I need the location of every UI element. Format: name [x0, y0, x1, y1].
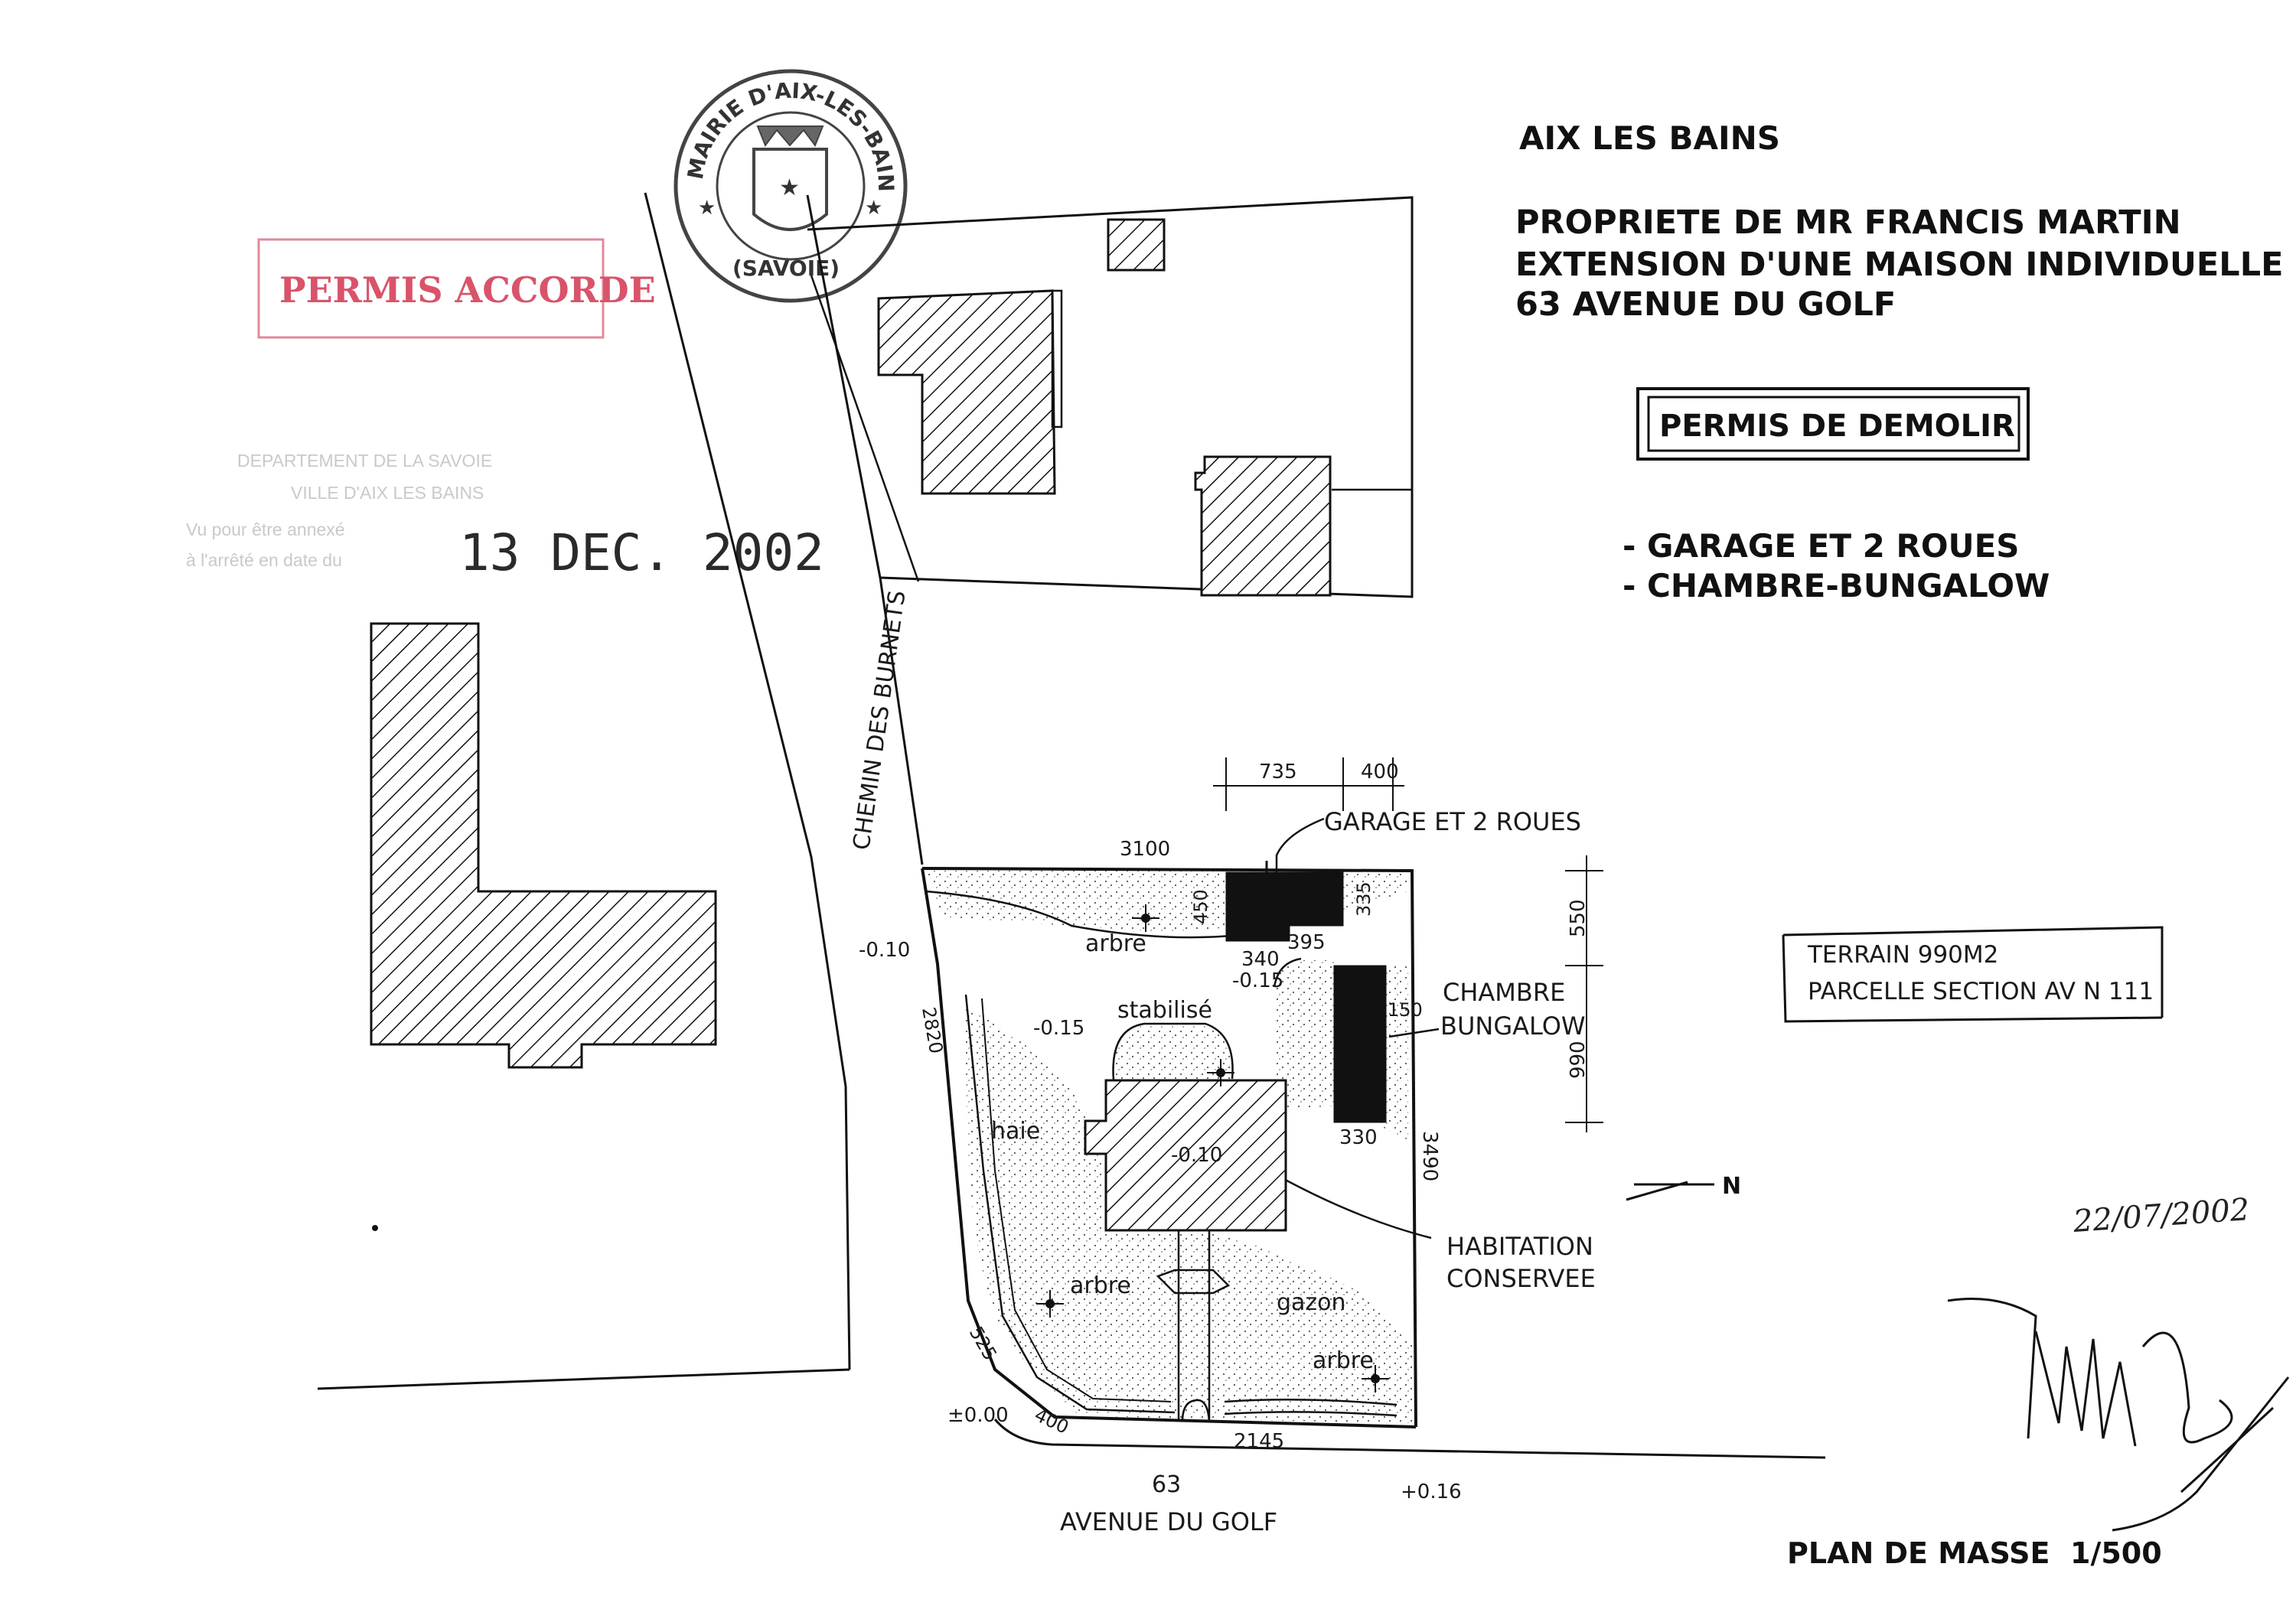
mairie-seal: MAIRIE D'AIX-LES-BAINS (SAVOIE) ★ ★ ★: [0, 0, 908, 303]
city-title: AIX LES BAINS: [1519, 119, 1780, 157]
level-minus-015-garden: -0.15: [1033, 1017, 1084, 1040]
right-dimension-chain: [1565, 855, 1603, 1132]
terrain-area: TERRAIN 990M2: [1807, 941, 1998, 969]
annex-line-1: Vu pour être annexé: [186, 520, 345, 539]
gazon-label: gazon: [1277, 1289, 1346, 1316]
north-arrow-icon: [1626, 1181, 1714, 1201]
roads-and-boundaries: [317, 192, 1826, 1459]
garage-label: GARAGE ET 2 ROUES: [1324, 807, 1581, 836]
demolition-title: PERMIS DE DEMOLIR: [1659, 409, 2015, 444]
tree-label-right: arbre: [1313, 1347, 1374, 1374]
north-label: N: [1722, 1173, 1741, 1200]
dim-340: 340: [1241, 948, 1280, 971]
demolition-item-2: - CHAMBRE-BUNGALOW: [1623, 567, 2050, 604]
parcel-section: PARCELLE SECTION AV N 111: [1808, 978, 2154, 1005]
annex-line-2: à l'arrêté en date du: [186, 550, 342, 570]
neighbour-building-right: [1194, 455, 1332, 597]
seal-ring-text: MAIRIE D'AIX-LES-BAINS: [0, 0, 899, 192]
tree-marker-icon: [1207, 1059, 1234, 1086]
tree-label-left: arbre: [1070, 1272, 1131, 1299]
svg-text:★: ★: [779, 174, 800, 201]
bungalow-leader: [1388, 1028, 1440, 1038]
dim-3490: 3490: [1418, 1131, 1441, 1181]
chambre-label: CHAMBRE: [1443, 978, 1565, 1007]
plan-scale: 1/500: [2070, 1536, 2162, 1570]
garage-leader: [1275, 817, 1325, 872]
level-minus-015-garage: -0.15: [1232, 969, 1283, 992]
street-number: 63: [1152, 1471, 1181, 1498]
conservee-label: CONSERVEE: [1446, 1264, 1596, 1293]
level-plus-016: +0.16: [1401, 1481, 1462, 1503]
dim-3100: 3100: [1120, 838, 1170, 861]
dim-550: 550: [1567, 899, 1590, 937]
terrain-info-box: TERRAIN 990M2 PARCELLE SECTION AV N 111: [1782, 926, 2164, 1023]
city-admin-line: VILLE D'AIX LES BAINS: [291, 483, 484, 503]
neighbour-building-left: [370, 622, 717, 1069]
bungalow-label: BUNGALOW: [1440, 1011, 1586, 1041]
entrance-arrow-icon: [1156, 1269, 1231, 1295]
project-line: EXTENSION D'UNE MAISON INDIVIDUELLE: [1515, 246, 2283, 284]
dim-450: 450: [1190, 889, 1212, 924]
dim-735: 735: [1259, 761, 1297, 783]
department-line: DEPARTEMENT DE LA SAVOIE: [237, 451, 492, 471]
neighbour-annex-small: [1107, 218, 1166, 272]
handwritten-date: 22/07/2002: [2071, 1192, 2250, 1239]
tree-marker-icon: [1132, 904, 1159, 932]
garage-to-demolish: [1225, 871, 1344, 942]
dim-150: 150: [1388, 999, 1423, 1021]
dim-400-bottom: 400: [1031, 1404, 1071, 1438]
permit-stamp: PERMIS ACCORDE: [257, 238, 656, 339]
coat-of-arms-icon: [752, 148, 828, 231]
dim-400-top: 400: [1361, 761, 1399, 783]
tree-marker-icon: [1362, 1365, 1389, 1393]
top-dimension-chain: [1213, 757, 1404, 811]
demolition-permit-box: PERMIS DE DEMOLIR: [1636, 387, 2030, 461]
dim-330: 330: [1339, 1126, 1378, 1149]
owner-line: PROPRIETE DE MR FRANCIS MARTIN: [1515, 204, 2181, 242]
tree-marker-icon: [1036, 1290, 1064, 1318]
svg-text:★: ★: [865, 197, 882, 220]
demolition-item-1: - GARAGE ET 2 ROUES: [1623, 527, 2020, 565]
level-house: -0.10: [1171, 1144, 1222, 1167]
tree-label-top: arbre: [1085, 930, 1146, 957]
permit-stamp-text: PERMIS ACCORDE: [279, 269, 656, 311]
habitation-label: HABITATION: [1446, 1232, 1593, 1261]
stabilise-label: stabilisé: [1117, 997, 1212, 1024]
svg-text:MAIRIE D'AIX-LES-BAINS: MAIRIE D'AIX-LES-BAINS: [0, 0, 899, 192]
dim-525: 525: [965, 1323, 1001, 1364]
address-line: 63 AVENUE DU GOLF: [1515, 285, 1896, 324]
haie-label: haie: [991, 1118, 1040, 1145]
neighbour-building-upper: [877, 289, 1056, 495]
plan-title: PLAN DE MASSE: [1787, 1536, 2050, 1570]
avenue-label: AVENUE DU GOLF: [1060, 1507, 1277, 1536]
main-house-kept: [1084, 1079, 1287, 1232]
dim-335: 335: [1353, 881, 1375, 917]
level-plus-minus-000: ±0.00: [947, 1404, 1009, 1427]
dim-395: 395: [1287, 931, 1326, 954]
svg-text:★: ★: [698, 197, 716, 220]
level-minus-010-left: -0.10: [859, 939, 910, 962]
annex-date: 13 DEC. 2002: [459, 523, 824, 582]
dim-2145: 2145: [1234, 1430, 1284, 1453]
dim-990: 990: [1567, 1041, 1590, 1079]
bungalow-to-demolish: [1333, 965, 1387, 1123]
signature: [1947, 1298, 2290, 1532]
